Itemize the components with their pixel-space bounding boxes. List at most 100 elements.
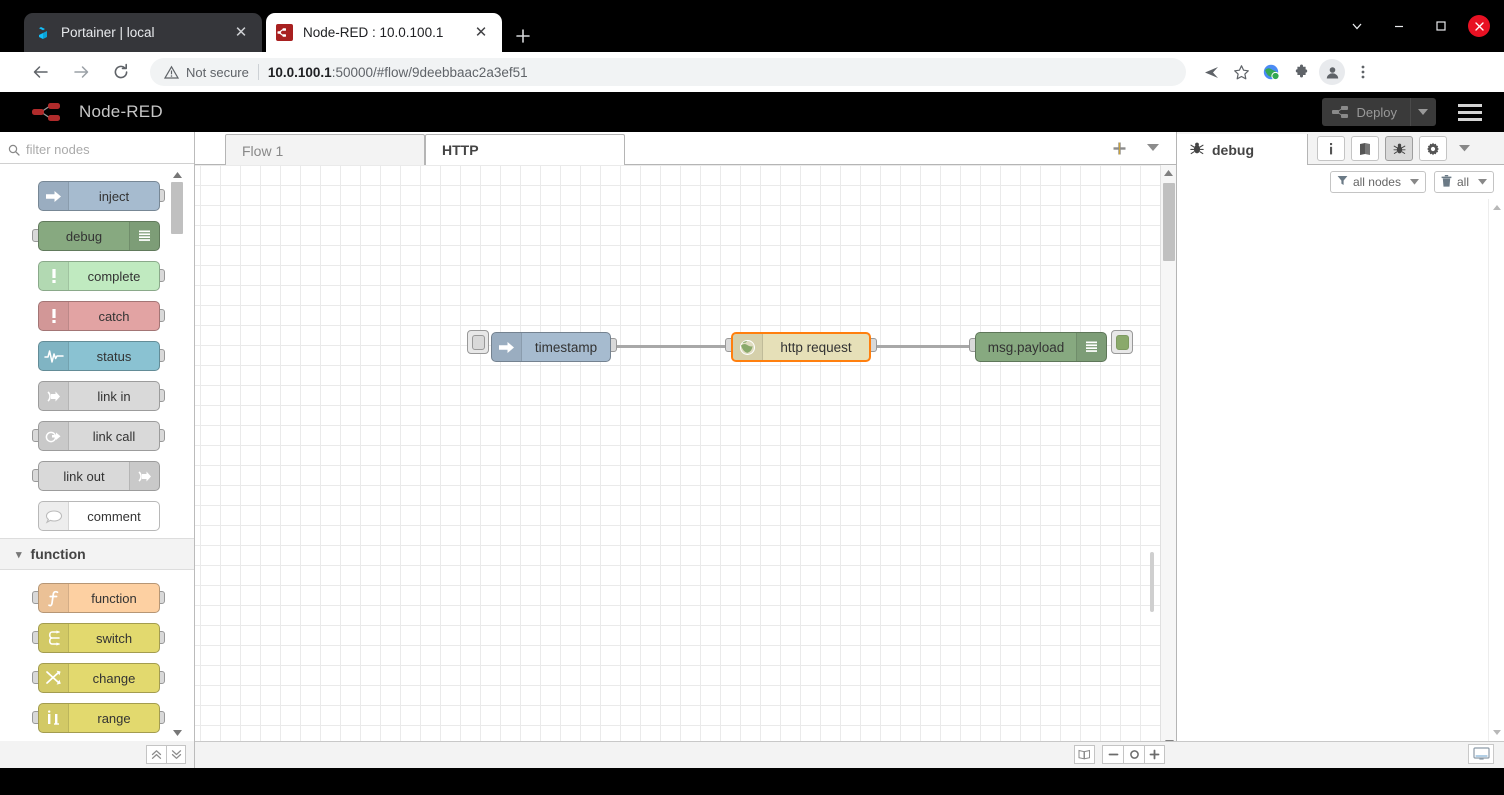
sidebar-tab-help[interactable] [1351,136,1379,161]
sidebar-title-tab[interactable]: debug [1177,134,1308,166]
new-tab-button[interactable] [508,21,538,51]
deploy-caret-icon[interactable] [1410,98,1434,126]
deploy-button[interactable]: Deploy [1321,98,1436,126]
forward-arrow-icon[interactable] [64,55,98,89]
palette-node-switch[interactable]: switch [0,618,194,658]
scroll-up-arrow-icon[interactable] [1161,165,1176,181]
debug-filter-label: all nodes [1352,175,1401,189]
send-icon[interactable] [1196,57,1226,87]
inject-arrow-icon [39,182,69,210]
bookmark-star-icon[interactable] [1226,57,1256,87]
close-icon[interactable]: ✕ [474,24,488,41]
node-red-icon [276,24,293,41]
palette-node-function[interactable]: function [0,578,194,618]
debug-toggle-button[interactable] [1111,330,1133,354]
add-flow-icon[interactable] [1106,135,1132,161]
flow-tab-http[interactable]: HTTP [425,134,625,166]
portainer-icon [34,24,51,41]
reload-icon[interactable] [104,55,138,89]
zoom-in-icon[interactable] [1144,745,1165,764]
chrome-menu-icon[interactable] [1348,57,1378,87]
maximize-button[interactable] [1420,12,1462,40]
wire-http-to-debug[interactable] [871,345,977,348]
canvas-vscroll-thumb[interactable] [1163,183,1175,261]
wire-timestamp-to-http[interactable] [613,345,733,348]
canvas-vertical-scrollbar[interactable] [1160,165,1176,751]
browser-tab-title: Node-RED : 10.0.100.1 [303,25,444,40]
minimize-button[interactable] [1378,12,1420,40]
browser-tab-portainer[interactable]: Portainer | local ✕ [24,13,262,52]
debug-scrollbar[interactable] [1488,199,1504,768]
palette-node-label: inject [98,188,130,204]
collapse-all-icon[interactable] [146,745,166,764]
close-icon[interactable]: ✕ [234,24,248,41]
panel-resize-handle[interactable] [1150,552,1154,612]
profile-avatar-icon[interactable] [1319,59,1345,85]
sidebar-tab-info[interactable] [1317,136,1345,161]
monitor-icon[interactable] [1468,744,1494,764]
close-button[interactable] [1462,12,1496,40]
palette-list[interactable]: inject debug [0,168,194,740]
palette-node-catch[interactable]: catch [0,296,194,336]
palette-search-box[interactable]: filter nodes [0,136,194,164]
sidebar-tab-config[interactable] [1419,136,1447,161]
flow-canvas[interactable]: timestamp [195,165,1176,768]
palette-node-complete[interactable]: complete [0,256,194,296]
debug-message-list[interactable] [1177,199,1488,768]
palette-node-comment[interactable]: comment [0,496,194,536]
palette-node-label: complete [87,268,141,284]
palette-node-debug[interactable]: debug [0,216,194,256]
flow-menu-caret-icon[interactable] [1140,135,1166,161]
link-icon [129,462,159,490]
comment-bubble-icon [39,502,69,530]
zoom-reset-icon[interactable] [1123,745,1144,764]
debug-lines-icon [129,222,159,250]
scroll-up-arrow-icon[interactable] [1489,199,1504,215]
sidebar-tab-debug[interactable] [1385,136,1413,161]
scroll-down-arrow-icon[interactable] [171,728,183,738]
inject-arrow-icon [492,333,522,361]
scroll-down-arrow-icon[interactable] [1489,724,1504,740]
palette-node-status[interactable]: status [0,336,194,376]
palette-category-function[interactable]: ▾ function [0,538,194,570]
flow-node-timestamp[interactable]: timestamp [491,332,611,362]
scroll-up-arrow-icon[interactable] [171,170,183,180]
expand-all-icon[interactable] [166,745,186,764]
zoom-out-icon[interactable] [1102,745,1123,764]
palette-node-link-call[interactable]: link call [0,416,194,456]
flow-tab-flow1[interactable]: Flow 1 [225,134,425,166]
inject-trigger-button[interactable] [467,330,489,354]
palette-scrollbar-thumb[interactable] [171,182,183,234]
node-red-logo[interactable]: Node-RED [30,101,163,123]
chevron-down-icon [1478,178,1487,187]
app-title: Node-RED [79,102,163,121]
browser-tab-nodered[interactable]: Node-RED : 10.0.100.1 ✕ [266,13,502,52]
palette-node-label: change [92,670,136,686]
chevron-down-icon[interactable] [1336,12,1378,40]
palette-node-change[interactable]: change [0,658,194,698]
palette-node-link-in[interactable]: link in [0,376,194,416]
node-red-header: Node-RED Deploy [0,92,1504,132]
debug-clear-select[interactable]: all [1433,171,1494,193]
not-secure-warning-icon[interactable] [164,65,179,80]
reset-view-icon[interactable] [1074,745,1095,764]
palette-scrollbar[interactable] [171,170,183,738]
globe-icon [733,334,763,360]
deploy-main[interactable]: Deploy [1322,98,1410,126]
palette-category-label: function [30,546,86,562]
back-arrow-icon[interactable] [24,55,58,89]
sidebar-menu-caret-icon[interactable] [1453,136,1475,161]
palette-node-inject[interactable]: inject [0,176,194,216]
palette-node-range[interactable]: range [0,698,194,738]
globe-extension-icon[interactable] [1256,57,1286,87]
browser-tabstrip: Portainer | local ✕ Node-RED : 10.0.100.… [0,0,1504,52]
debug-filter-select[interactable]: all nodes [1329,171,1426,193]
browser-toolbar: Not secure 10.0.100.1:50000/#flow/9deebb… [0,52,1504,92]
flow-node-debug[interactable]: msg.payload [975,332,1107,362]
palette-node-link-out[interactable]: link out [0,456,194,496]
flow-node-http-request[interactable]: http request [731,332,871,362]
puzzle-extension-icon[interactable] [1286,57,1316,87]
address-bar[interactable]: Not secure 10.0.100.1:50000/#flow/9deebb… [150,58,1186,86]
main-menu-button[interactable] [1450,98,1490,126]
